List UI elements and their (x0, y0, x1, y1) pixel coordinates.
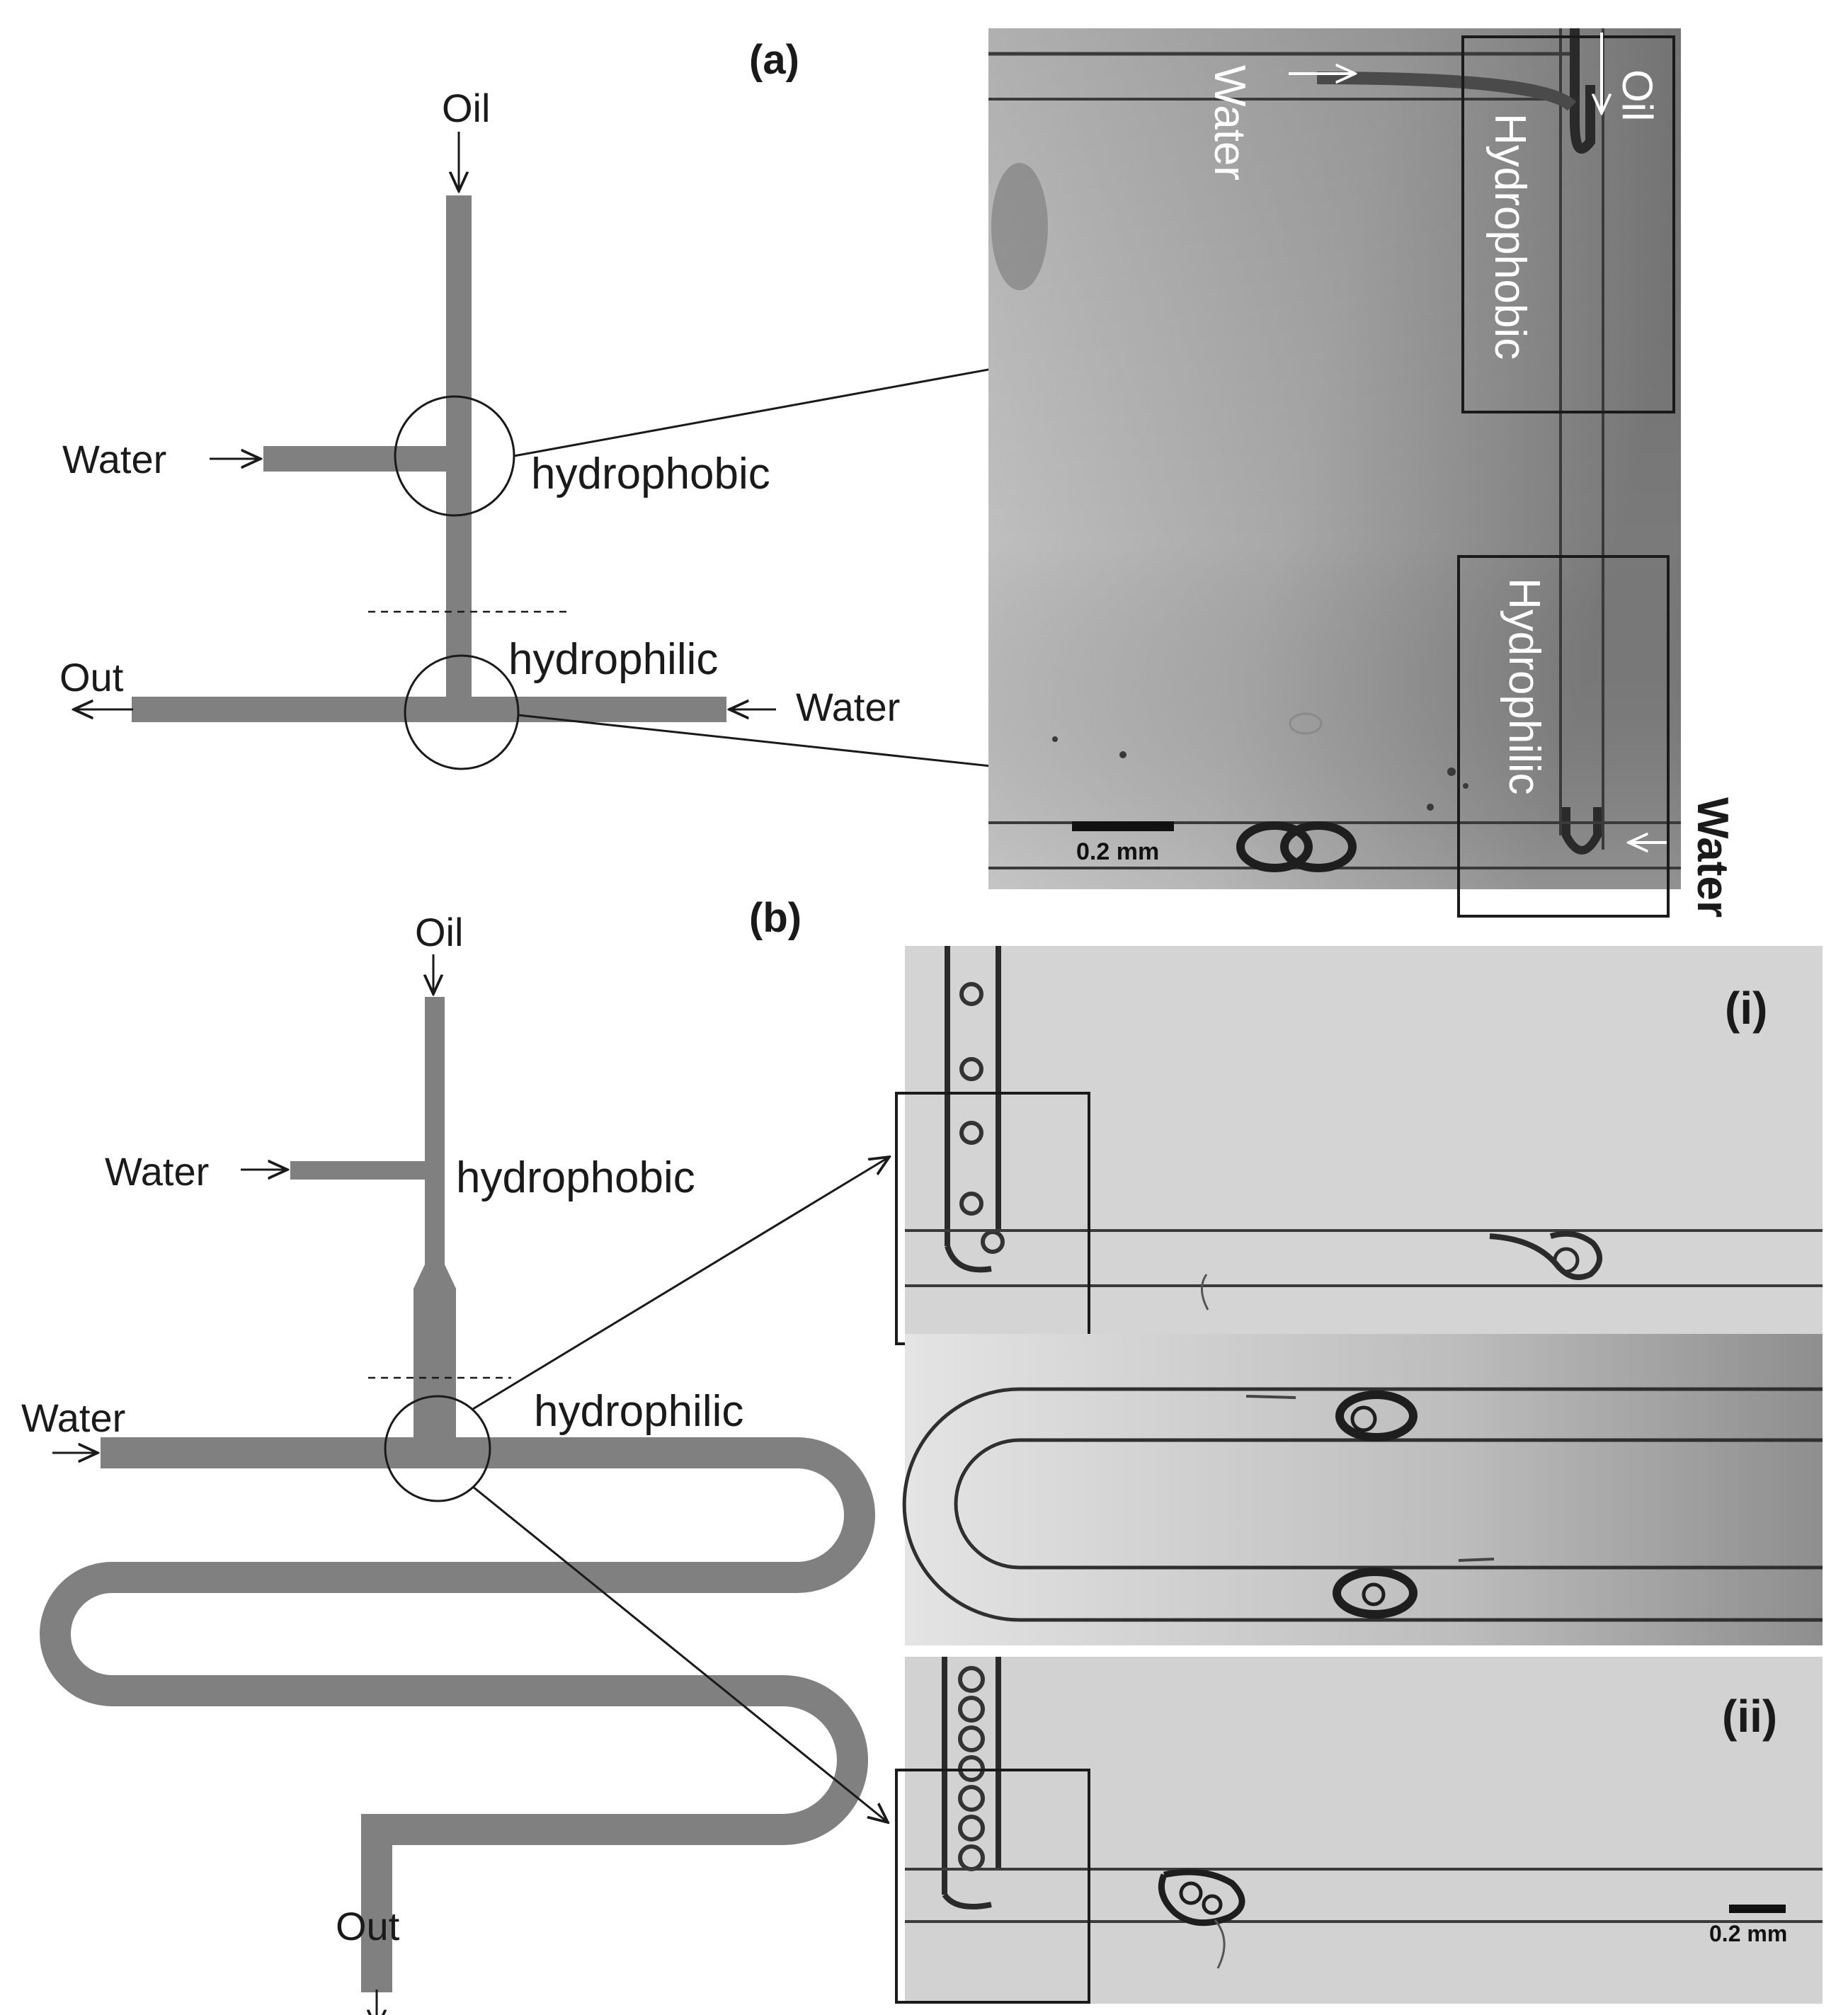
droplet (958, 1666, 985, 1693)
scale-bar (1729, 1905, 1786, 1913)
scale-bar-label: 0.2 mm (1709, 1921, 1787, 1946)
debris-speck (1447, 767, 1456, 776)
droplet (958, 1785, 985, 1812)
hydrophobic-box-label: Hydrophobic (1485, 113, 1534, 360)
scale-bar (1072, 821, 1174, 831)
oil-label: Oil (415, 910, 463, 954)
bubble (1289, 712, 1323, 735)
debris-speck (1052, 736, 1058, 742)
debris-streak (1245, 1395, 1296, 1399)
scale-bar-label: 0.2 mm (1076, 838, 1159, 865)
oil-top-label: Oil (1614, 69, 1661, 121)
inner-droplet (1362, 1582, 1386, 1606)
micrograph-b-middle (902, 1334, 1823, 1645)
double-droplet (1158, 1868, 1245, 1926)
label-ii: (ii) (1722, 1691, 1777, 1742)
micrograph-ii-background (905, 1657, 1823, 2004)
water-top-label: Water (1205, 65, 1254, 181)
water-label: Water (62, 437, 166, 481)
fiber (1201, 1274, 1209, 1311)
u-turn-channel-inner (954, 1438, 1823, 1570)
callout-arrow-ii (472, 1485, 888, 1822)
hydrophilic-box-label: Hydrophilic (1500, 578, 1548, 795)
micrograph-b-i: (i) (895, 946, 1823, 1345)
callout-arrow-i (472, 1157, 889, 1410)
droplet (1280, 821, 1357, 872)
channel-corner (942, 1893, 992, 1910)
droplet (959, 1192, 983, 1216)
inner-droplet (1202, 1894, 1223, 1915)
water-bottom-label: Water (1688, 797, 1737, 918)
panel-a-schematic: Oil Water hydrophobic hydrophilic Out Wa… (59, 37, 900, 770)
fiber (1214, 1919, 1226, 1969)
label-i: (i) (1725, 983, 1767, 1034)
main-outlet-channel (132, 697, 726, 722)
droplet (1333, 1568, 1418, 1619)
hydrophilic-junction-circle (404, 654, 520, 770)
junction-circle (384, 1395, 491, 1502)
junction-stem-channel (446, 514, 472, 705)
hydrophilic-box (1457, 555, 1670, 918)
panel-a-label: (a) (749, 37, 799, 83)
micrograph-a-shade (988, 28, 1681, 889)
water-right-label: Water (796, 685, 900, 729)
panel-b-label: (b) (749, 895, 802, 941)
oil-label: Oil (442, 86, 490, 130)
zoom-box-ii (895, 1769, 1090, 2004)
droplet (959, 1121, 983, 1145)
hydrophobic-label: hydrophobic (531, 450, 770, 498)
hydrophobic-box (1461, 35, 1675, 413)
hydrophilic-label: hydrophilic (508, 635, 718, 684)
droplet (958, 1815, 985, 1842)
panel-b-schematic: (b) Oil Water hydrophobic hydrophilic Wa… (21, 895, 875, 2015)
hydrophilic-label: hydrophilic (534, 1387, 743, 1436)
serpentine-channel (40, 1437, 875, 1848)
debris-speck (1463, 783, 1468, 789)
inner-droplet (1350, 1405, 1377, 1432)
droplet (1553, 1247, 1580, 1274)
debris-speck (1119, 751, 1127, 758)
widening-channel (413, 1265, 456, 1444)
micrograph-b-ii: 0.2 mm (ii) (895, 1657, 1823, 2004)
droplet (1236, 821, 1313, 872)
tail-droplet (1489, 1231, 1602, 1280)
hydrophobic-label: hydrophobic (456, 1153, 695, 1202)
droplet (959, 1057, 983, 1081)
out-label: Out (59, 655, 124, 700)
out-label: Out (336, 1904, 400, 1948)
droplet (958, 1725, 985, 1752)
outlet-channel (361, 1830, 392, 1992)
droplet (959, 982, 983, 1006)
panel-a-micrograph: 0.2 mm Water Oil Hydrophobic Hydrophilic… (988, 28, 1737, 918)
micrograph-i-background (905, 946, 1823, 1334)
dark-spot (991, 163, 1048, 290)
water-thread (1316, 72, 1577, 111)
water-inlet-channel (263, 446, 472, 472)
droplet (958, 1696, 985, 1723)
inner-droplet (1179, 1881, 1203, 1905)
droplet-bottom (1562, 807, 1602, 855)
oil-thread (1570, 28, 1595, 154)
water-inlet-channel (290, 1161, 445, 1180)
u-turn-channel-outer (902, 1387, 1823, 1622)
debris-speck (1427, 804, 1434, 811)
water-left-label: Water (21, 1395, 125, 1440)
channel-corner (945, 1245, 992, 1273)
debris-streak (1458, 1558, 1495, 1562)
oil-inlet-channel (425, 997, 445, 1267)
water-label: Water (105, 1149, 209, 1194)
droplet (1335, 1391, 1418, 1442)
